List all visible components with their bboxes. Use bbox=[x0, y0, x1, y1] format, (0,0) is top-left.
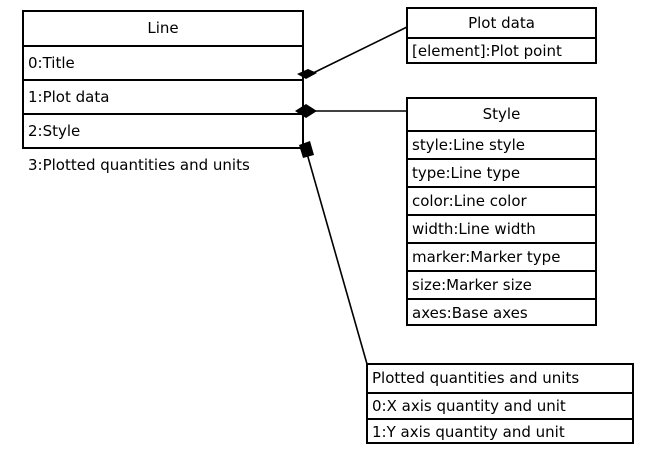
class-title-plotted-quantities: Plotted quantities and units bbox=[372, 369, 580, 387]
class-attribute-row: marker:Marker type bbox=[408, 242, 595, 270]
class-box-style[interactable]: Style style:Line style type:Line type co… bbox=[406, 97, 597, 326]
class-attribute-row: type:Line type bbox=[408, 158, 595, 186]
class-title-plot-data: Plot data bbox=[468, 13, 535, 32]
class-attribute-row: 3:Plotted quantities and units bbox=[24, 147, 302, 181]
class-attribute-row: width:Line width bbox=[408, 214, 595, 242]
class-title-style: Style bbox=[482, 105, 521, 123]
connector-line-plot-data bbox=[306, 26, 408, 77]
filled-diamond-icon bbox=[297, 69, 317, 79]
class-title-line: Line bbox=[147, 19, 179, 37]
class-attribute-row: axes:Base axes bbox=[408, 298, 595, 326]
class-attribute-row: color:Line color bbox=[408, 186, 595, 214]
class-attribute-row: size:Marker size bbox=[408, 270, 595, 298]
class-attribute-row: 2:Style bbox=[24, 113, 302, 147]
class-attribute-row: 1:Y axis quantity and unit bbox=[368, 418, 632, 444]
filled-diamond-icon bbox=[295, 104, 317, 118]
class-box-plotted-quantities[interactable]: Plotted quantities and units 0:X axis qu… bbox=[366, 363, 634, 444]
class-attribute-row: 0:X axis quantity and unit bbox=[368, 392, 632, 418]
class-attribute-row: 0:Title bbox=[24, 45, 302, 79]
class-box-plot-data[interactable]: Plot data [element]:Plot point bbox=[406, 7, 597, 64]
class-attribute-row: 1:Plot data bbox=[24, 79, 302, 113]
class-box-line[interactable]: Line 0:Title 1:Plot data 2:Style 3:Plott… bbox=[22, 10, 304, 172]
class-attribute-row: style:Line style bbox=[408, 130, 595, 158]
filled-diamond-icon bbox=[299, 141, 314, 158]
class-attribute-row: [element]:Plot point bbox=[408, 37, 595, 64]
connector-line-plotted-quantities bbox=[305, 149, 368, 365]
